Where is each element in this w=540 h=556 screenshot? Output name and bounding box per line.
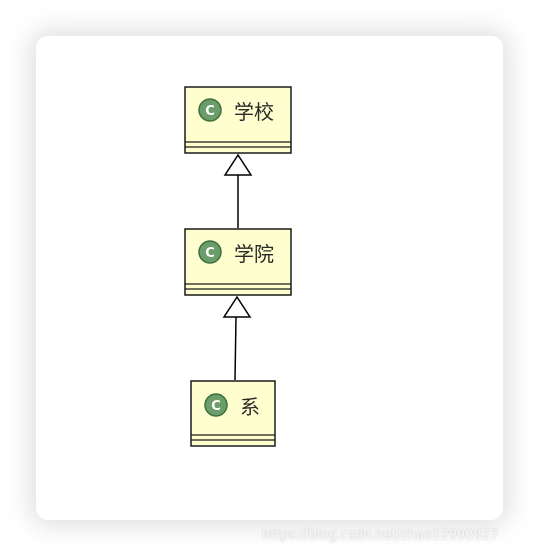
- svg-text:C: C: [205, 246, 215, 261]
- svg-text:C: C: [205, 104, 215, 119]
- generalization-college-to-school: [223, 153, 253, 228]
- inheritance-arrowhead: [222, 295, 252, 318]
- class-name: 学院: [234, 242, 274, 266]
- inheritance-arrowhead: [223, 153, 253, 176]
- watermark-text: https://blog.csdn.net/zhao12990927: [262, 528, 499, 543]
- inheritance-line: [234, 316, 237, 381]
- class-name: 系: [240, 395, 260, 419]
- class-box: [190, 380, 276, 447]
- svg-text:C: C: [211, 399, 221, 414]
- class-name: 学校: [234, 100, 274, 124]
- class-college[interactable]: C 学院: [184, 228, 292, 296]
- generalization-department-to-college: [222, 295, 252, 381]
- class-icon: C: [204, 393, 228, 417]
- class-school[interactable]: C 学校: [184, 86, 292, 154]
- class-icon: C: [198, 240, 222, 264]
- class-department[interactable]: C 系: [190, 380, 276, 447]
- class-icon: C: [198, 98, 222, 122]
